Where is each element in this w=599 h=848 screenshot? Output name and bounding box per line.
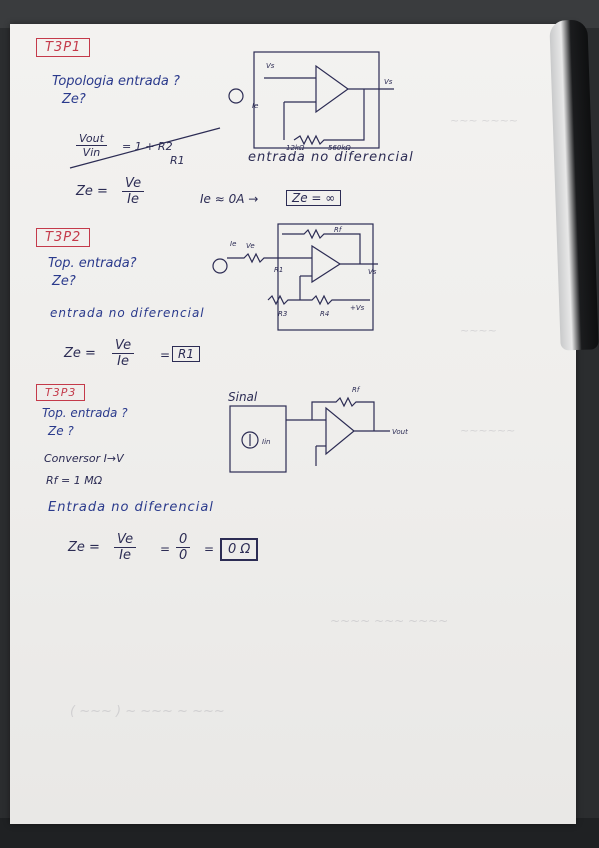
gain-formula-den: R1	[170, 154, 185, 167]
circuit-label: R1	[274, 266, 283, 274]
circuit-label: Vout	[392, 428, 408, 436]
question-ze: Ze?	[52, 274, 76, 289]
ghost-text: ~~~~	[460, 324, 497, 337]
ze-fraction: Ve Ie	[112, 338, 135, 369]
ze-label: Ze =	[76, 184, 108, 199]
ghost-text: ~~~ ~~~~	[450, 114, 519, 127]
fraction-numerator: 0	[176, 532, 191, 548]
gain-formula-rhs: = 1 + R2	[122, 140, 173, 153]
ze-label: Ze =	[68, 540, 100, 555]
answer-box-t3p2: R1	[172, 346, 200, 362]
ze-fraction: Ve Ie	[122, 176, 145, 207]
question-topology: Top. entrada?	[48, 256, 137, 271]
current-note: Ie ≈ 0A →	[200, 192, 259, 206]
strike-through-line	[69, 127, 221, 169]
circuit-label: +Vs	[350, 304, 365, 312]
exercise-tag-t3p2: T3P2	[36, 228, 91, 247]
ghost-text: ~~~~~~	[460, 424, 516, 437]
circuit-label: Ie	[230, 240, 236, 248]
circuit-diagram-t3p1: Vs Ie Vs 12kΩ 560kΩ	[228, 51, 394, 152]
circuit-label: 560kΩ	[328, 144, 351, 152]
question-topology: Top. entrada ?	[42, 406, 128, 420]
desk-background-top	[0, 0, 599, 28]
circuit-label: Ie	[252, 102, 258, 110]
circuit-label: Vs	[368, 268, 377, 276]
circuit-label: Rf	[334, 226, 343, 234]
exercise-tag-t3p1: T3P1	[36, 38, 91, 57]
question-topology: Topologia entrada ?	[52, 74, 180, 89]
note-rf: Rf = 1 MΩ	[46, 474, 103, 487]
ghost-text: ( ~~~ ) ~ ~~~ ~ ~~~	[70, 704, 225, 719]
observation-t3p1: entrada no diferencial	[248, 150, 414, 165]
note-converter: Conversor I→V	[44, 452, 124, 465]
circuit-diagram-t3p3: Rf Vout Iin	[229, 386, 408, 473]
question-ze: Ze?	[62, 92, 86, 107]
source-label: Sinal	[228, 390, 258, 404]
fraction-denominator: Vin	[82, 146, 101, 159]
fraction-denominator: Ie	[119, 548, 131, 563]
fraction-numerator: Ve	[112, 338, 135, 354]
fraction-numerator: Vout	[76, 132, 107, 146]
ze-fraction: Ve Ie	[114, 532, 137, 563]
equals-sign: =	[160, 348, 171, 362]
circuit-label: Iin	[262, 438, 270, 446]
exercise-tag-t3p3: T3P3	[36, 384, 86, 401]
equals-sign: =	[160, 542, 171, 556]
circuit-label: Ve	[246, 242, 255, 250]
fraction-numerator: Ve	[114, 532, 137, 548]
question-ze: Ze ?	[48, 424, 74, 438]
ze-label: Ze =	[64, 346, 96, 361]
circuit-label: Vs	[384, 78, 393, 86]
circuit-label: Vs	[266, 62, 275, 70]
equals-sign: =	[204, 542, 215, 556]
notebook-page: ~~~ ~~~~ ~~~~ ~~~~~~ ~~~~ ~~~ ~~~~ ( ~~~…	[10, 24, 576, 824]
circuit-diagram-t3p2: Ie Ve Rf R1 Vs R3 R4 +Vs	[212, 223, 378, 331]
circuit-label: R3	[278, 310, 287, 318]
gain-fraction: Vout Vin	[76, 132, 107, 159]
fraction-numerator: Ve	[122, 176, 145, 192]
fraction-denominator: Ie	[117, 354, 129, 369]
circuit-label: 12kΩ	[286, 144, 305, 152]
ghost-text: ~~~~ ~~~ ~~~~	[330, 614, 449, 628]
fraction-denominator: 0	[179, 548, 188, 563]
answer-box-t3p1: Ze = ∞	[286, 190, 342, 206]
answer-box-t3p3: 0 Ω	[220, 538, 259, 561]
fraction-denominator: Ie	[127, 192, 139, 207]
observation-t3p2: entrada no diferencial	[50, 306, 205, 320]
circuit-label: Rf	[352, 386, 361, 394]
circuit-label: R4	[320, 310, 329, 318]
zero-fraction: 0 0	[176, 532, 191, 563]
observation-t3p3: Entrada no diferencial	[48, 500, 214, 515]
